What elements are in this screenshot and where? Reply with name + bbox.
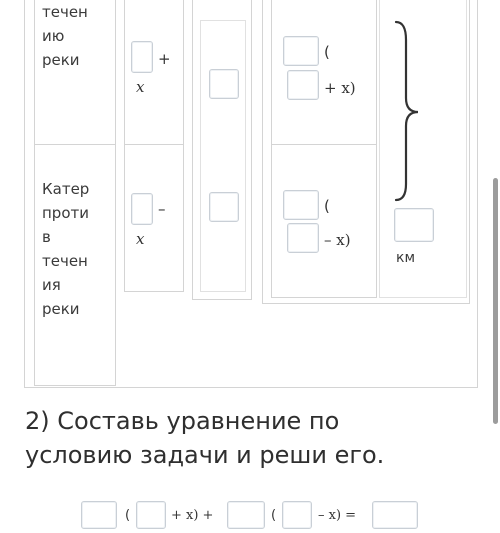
open-paren-row1: ( — [324, 43, 330, 61]
distance-speed-input-row2[interactable] — [283, 190, 319, 220]
equation-part-4: – x) = — [318, 508, 357, 523]
distance-time-input-row1[interactable] — [287, 70, 319, 100]
speed-input-row1[interactable] — [131, 41, 153, 73]
equation-input-4[interactable] — [282, 501, 312, 529]
open-paren-row2: ( — [324, 197, 330, 215]
minus-sign: – — [158, 200, 166, 218]
plus-sign: + — [158, 50, 171, 68]
equation-open-paren-1: ( — [125, 508, 131, 523]
equation-input-5[interactable] — [372, 501, 418, 529]
speed-var-row1: x — [136, 78, 145, 96]
label-cell-row2 — [34, 144, 116, 386]
curly-brace-icon — [394, 20, 419, 202]
total-distance-input[interactable] — [394, 208, 434, 242]
task2-title: 2) Составь уравнение по условию задачи и… — [25, 407, 385, 469]
row1-label: течен ию реки — [42, 3, 88, 69]
distance-tail-row1: + x) — [324, 79, 356, 97]
time-input-row2[interactable] — [209, 192, 239, 222]
time-cell-row1 — [200, 20, 246, 292]
equation-open-paren-2: ( — [271, 508, 277, 523]
distance-time-input-row2[interactable] — [287, 223, 319, 253]
speed-input-row2[interactable] — [131, 193, 153, 225]
distance-speed-input-row1[interactable] — [283, 36, 319, 66]
speed-var-row2: x — [136, 230, 145, 248]
time-input-row1[interactable] — [209, 69, 239, 99]
equation-input-1[interactable] — [81, 501, 117, 529]
row2-label: Катер проти в течен ия реки — [42, 180, 90, 318]
total-cell — [379, 0, 467, 298]
total-unit: км — [396, 250, 416, 266]
equation-part-2: + x) + — [171, 508, 214, 523]
speed-cell-row1 — [124, 0, 184, 146]
distance-cell-row2 — [271, 144, 377, 298]
scrollbar-thumb[interactable] — [493, 178, 498, 424]
equation-input-2[interactable] — [136, 501, 166, 529]
label-cell-row1 — [34, 0, 116, 146]
equation-input-3[interactable] — [227, 501, 265, 529]
distance-tail-row2: – x) — [324, 231, 351, 249]
